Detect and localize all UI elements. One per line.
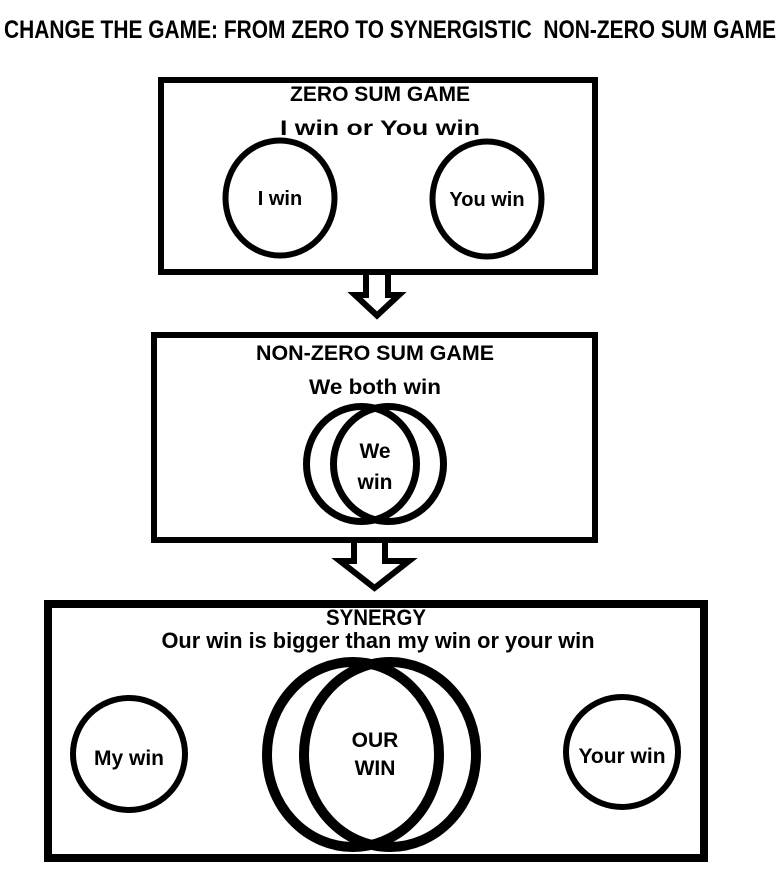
venn-left-circle [303, 403, 420, 525]
our-win-label-line1: OUR [352, 729, 399, 752]
non-zero-sum-game-title: NON-ZERO SUM GAME [256, 342, 494, 365]
synergy-box [44, 600, 708, 862]
our-win-label-line2: WIN [355, 757, 396, 780]
page-title: CHANGE THE GAME: FROM ZERO TO SYNERGISTI… [4, 16, 776, 44]
we-win-label-line2: win [357, 471, 393, 494]
your-win-label: Your win [578, 745, 665, 768]
venn-right-circle [330, 403, 447, 525]
synergy-venn-left-circle [262, 657, 444, 852]
synergy-subtitle: Our win is bigger than my win or your wi… [162, 628, 595, 653]
you-win-label: You win [449, 189, 524, 211]
you-win-circle [429, 138, 545, 260]
i-win-label: I win [258, 188, 302, 210]
your-win-circle [563, 694, 681, 810]
my-win-label: My win [94, 747, 164, 770]
my-win-circle [70, 695, 188, 813]
down-block-arrow-icon-1 [347, 269, 407, 320]
zero-sum-game-title: ZERO SUM GAME [290, 83, 470, 106]
non-zero-sum-game-box [151, 332, 598, 543]
i-win-circle [222, 137, 338, 259]
we-win-label-line1: We [359, 440, 390, 463]
zero-sum-game-box [158, 77, 598, 275]
non-zero-sum-game-subtitle: We both win [309, 376, 441, 399]
down-block-arrow-icon-2 [331, 537, 418, 592]
synergy-title: SYNERGY [326, 605, 426, 630]
synergy-venn-right-circle [299, 657, 481, 852]
zero-sum-game-subtitle: I win or You win [280, 117, 480, 140]
